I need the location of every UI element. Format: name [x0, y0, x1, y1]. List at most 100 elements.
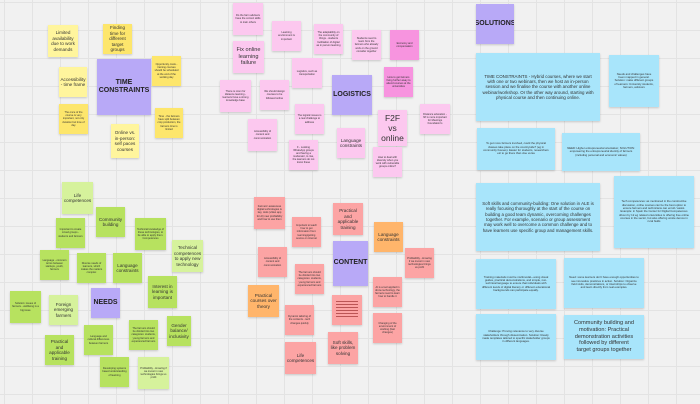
sticky-note-text: Community building and motivation: Pract… [573, 320, 634, 354]
sticky-note[interactable]: Dynamic tailoring of the contents - tech… [285, 305, 314, 335]
sticky-note[interactable]: Needs and challenges have been mapped in… [609, 55, 659, 107]
sticky-note[interactable]: Life competences [62, 182, 93, 214]
sticky-note-text: Important to create mixed groups - stude… [58, 228, 83, 238]
sticky-note[interactable]: Learning environment is important [272, 21, 301, 51]
sticky-note[interactable]: The logistic issues is a real challenge … [295, 104, 324, 134]
section-header-note[interactable]: TIME CONSTRAINTS [97, 59, 151, 115]
section-header-note[interactable]: CONTENT [333, 241, 368, 286]
sticky-note-text: Soft skills and community-building: One … [482, 201, 594, 233]
sticky-note-text: Language and cultural differences betwee… [87, 335, 110, 345]
sticky-note[interactable]: Opportunity costs - training courses sho… [152, 56, 181, 86]
sticky-note[interactable] [332, 295, 362, 325]
sticky-note[interactable]: TIME CONSTRAINTS - Hybrid courses, where… [476, 53, 600, 121]
sticky-note[interactable]: Practical and applicable training [45, 335, 74, 365]
sticky-note-text: LOGISTICS [333, 90, 371, 98]
sticky-note-text: Diverse needs of learners, which makes t… [80, 261, 103, 275]
sticky-note[interactable]: Foreign emerging farmers [49, 295, 78, 325]
sticky-note[interactable]: Language constraints [374, 222, 403, 252]
sticky-note[interactable]: Limited availability due to work demands [48, 25, 78, 57]
sticky-note[interactable]: Language and cultural differences betwee… [84, 325, 113, 355]
sticky-note-text: Time - the farmers have split between cr… [157, 115, 181, 131]
sticky-note-text: The adaptability on the community of thi… [316, 31, 341, 47]
sticky-note[interactable]: Language constraints [113, 253, 142, 283]
sticky-note-text: Interest in learning is important [152, 283, 173, 300]
sticky-note-text: Foreign emerging farmers [53, 301, 74, 318]
sticky-note[interactable]: Online vs. in-person: self paces courses [111, 124, 139, 158]
sticky-note[interactable]: There is room for distance learning - le… [220, 80, 251, 112]
sticky-note[interactable]: Profitability - knowing if we invest in … [405, 248, 434, 278]
sticky-note[interactable]: Accessibility of content and communicati… [258, 247, 287, 277]
section-header-note[interactable]: SOLUTIONS [476, 4, 514, 44]
sticky-note[interactable]: Profitability - knowing if we invest in … [138, 357, 169, 389]
sticky-note[interactable]: Logistics, such as transportation [292, 58, 322, 88]
sticky-note[interactable]: The farmers should be divided into two c… [295, 264, 324, 294]
sticky-note[interactable]: How to get farmers living further away t… [384, 67, 413, 97]
sticky-note-text: Profitability - knowing if we invest in … [407, 256, 432, 270]
sticky-note[interactable]: Training materials must be multimodal—us… [476, 259, 556, 309]
sticky-note-text: Language - common terms between startups… [42, 258, 67, 272]
sticky-note-text: Language constraints [339, 137, 363, 149]
sticky-note[interactable]: NEED: Higher entrepreneurial orientation… [562, 133, 640, 171]
sticky-note[interactable]: F2F vs online [378, 110, 407, 146]
sticky-note[interactable]: The farmers should be divided into two c… [129, 320, 158, 350]
sticky-note[interactable]: Interest in learning is important [148, 276, 177, 308]
sticky-note-text: Accessibility of content and communicati… [253, 130, 272, 140]
sticky-note[interactable]: Economy and compensation [390, 30, 419, 60]
sticky-note-text: NEEDS [93, 298, 118, 306]
sticky-note-text: Profitability - knowing if we invest in … [140, 366, 167, 380]
sticky-note[interactable]: Practical and applicable training [333, 203, 363, 235]
sticky-note[interactable]: Distance education - f2f is more importa… [420, 104, 450, 134]
sticky-note[interactable]: Soft skills and community-building: One … [476, 183, 600, 251]
sticky-note[interactable]: The adaptability on the community of thi… [314, 24, 343, 54]
sticky-note[interactable]: Accessibility - time frame [59, 67, 87, 97]
sticky-note[interactable]: Practical courses over theory [248, 285, 279, 317]
sticky-note-text: How to deal with diversity when you work… [375, 155, 400, 169]
sticky-note[interactable]: Tech competences: as mentioned in the co… [614, 176, 694, 248]
sticky-note-text: Accessibility of content and communicati… [263, 257, 282, 267]
sticky-note-text: We should design courses to be followed … [264, 90, 285, 100]
sticky-note[interactable]: Technical competences to apply new techn… [172, 240, 203, 272]
sticky-note[interactable]: Solution: issues of farmers - wellbeing … [10, 291, 41, 323]
sticky-note[interactable]: Fix online learning failure [233, 41, 264, 73]
sticky-note[interactable]: Need: some learners don't have enough op… [564, 258, 644, 308]
sticky-note-text: Language constraints [116, 262, 139, 274]
sticky-note[interactable]: Developing systems based understanding o… [100, 357, 129, 387]
section-header-note[interactable]: NEEDS [91, 288, 120, 318]
sticky-note[interactable]: Important to create mixed groups - stude… [56, 218, 85, 248]
sticky-note-text: Farmers' awareness digital technologies … [256, 205, 283, 221]
sticky-note[interactable]: Technical knowledge of these technologie… [135, 218, 166, 250]
sticky-note[interactable]: Gender balance/ inclusivity [167, 316, 191, 346]
sticky-note[interactable]: Finding time for different target groups [103, 24, 132, 54]
sticky-note[interactable]: Language - common terms between startups… [40, 250, 69, 280]
sticky-note[interactable]: AI is a tool applied in drone technology… [373, 277, 402, 307]
sticky-note[interactable]: Soft skills, like problem solving [328, 332, 358, 364]
sticky-note-text: Limited availability due to work demands [51, 30, 75, 52]
sticky-note[interactable]: Farmers' awareness digital technologies … [254, 197, 285, 229]
sticky-note[interactable]: F - Looking WhatsApp groups and having a… [289, 140, 318, 170]
sticky-note[interactable]: Time - the farmers have split between cr… [155, 108, 183, 138]
sticky-note-text: F - Looking WhatsApp groups and having a… [292, 145, 315, 165]
sticky-note[interactable]: To get more farmers involved, could the … [477, 128, 555, 170]
section-header-note[interactable]: LOGISTICS [332, 75, 372, 115]
sticky-note[interactable]: Challenge: Proving relevance to very div… [476, 314, 556, 360]
sticky-note[interactable]: Accessibility of content and communicati… [248, 119, 277, 151]
sticky-note[interactable]: Language constraints [337, 128, 365, 158]
sticky-note[interactable]: Life competences [285, 342, 316, 374]
sticky-note[interactable]: Changing of the environment of working (… [373, 313, 402, 343]
sticky-note[interactable]: The once of the course is very important… [59, 104, 88, 134]
sticky-note-text: Dynamic tailoring of the contents - tech… [288, 315, 311, 325]
sticky-note-text: The once of the course is very important… [62, 111, 85, 127]
sticky-note-text: Practical courses over theory [250, 292, 277, 309]
sticky-note[interactable]: Important to teach how to get informatio… [292, 217, 321, 247]
sticky-note[interactable]: Do the farm advisers have the correct sk… [233, 3, 263, 35]
sticky-note[interactable]: Community building and motivation: Pract… [564, 315, 644, 359]
sticky-note[interactable]: Students need to learn from the farmers … [352, 30, 381, 60]
sticky-note[interactable]: Diverse needs of learners, which makes t… [77, 253, 106, 283]
sticky-note-text: Finding time for different target groups [109, 25, 126, 53]
sticky-note-text: Online vs. in-person: self paces courses [114, 130, 136, 152]
sticky-note[interactable]: We should design courses to be followed … [260, 80, 289, 110]
sticky-note-text: There is room for distance learning - le… [222, 89, 249, 103]
sticky-note[interactable]: How to deal with diversity when you work… [373, 147, 402, 177]
sticky-note[interactable]: Community building [96, 207, 125, 237]
